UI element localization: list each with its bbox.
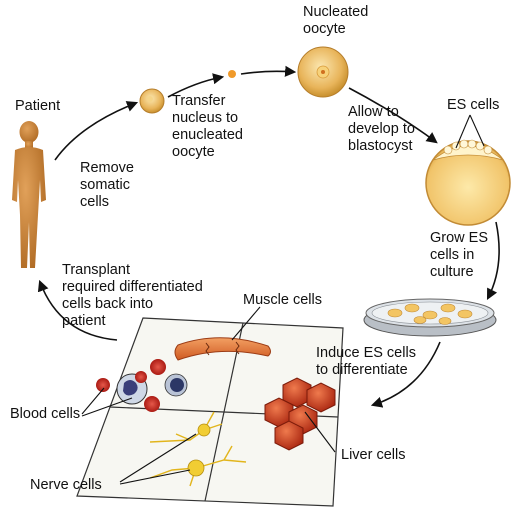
blastocyst bbox=[425, 139, 511, 226]
patient-figure bbox=[12, 121, 46, 268]
label-muscle-cells: Muscle cells bbox=[243, 292, 322, 308]
nerve-cells bbox=[149, 411, 247, 487]
culture-dish bbox=[363, 298, 497, 337]
nucleated-oocyte bbox=[297, 46, 349, 98]
transferred-nucleus bbox=[228, 70, 236, 78]
leader-lines bbox=[81, 114, 485, 485]
label-remove-somatic: Remove somatic cells bbox=[80, 160, 134, 210]
label-allow-develop: Allow to develop to blastocyst bbox=[348, 104, 415, 154]
label-transfer-nucleus: Transfer nucleus to enucleated oocyte bbox=[172, 93, 243, 160]
label-nucleated-oocyte: Nucleated oocyte bbox=[303, 4, 369, 37]
label-liver-cells: Liver cells bbox=[341, 447, 406, 463]
nerve-cell-bodies bbox=[187, 423, 211, 477]
label-blood-cells: Blood cells bbox=[10, 406, 81, 422]
label-patient: Patient bbox=[15, 98, 61, 114]
label-nerve-cells: Nerve cells bbox=[30, 477, 102, 493]
label-grow-es: Grow ES cells in culture bbox=[430, 230, 489, 280]
label-es-cells: ES cells bbox=[447, 97, 500, 113]
label-transplant: Transplant required differentiated cells… bbox=[62, 262, 203, 329]
blood-cells bbox=[96, 359, 188, 412]
enucleated-oocyte bbox=[139, 88, 165, 114]
label-induce-es: Induce ES cells to differentiate bbox=[316, 345, 416, 378]
liver-cells bbox=[264, 377, 336, 451]
cycle-arrows bbox=[37, 65, 500, 408]
